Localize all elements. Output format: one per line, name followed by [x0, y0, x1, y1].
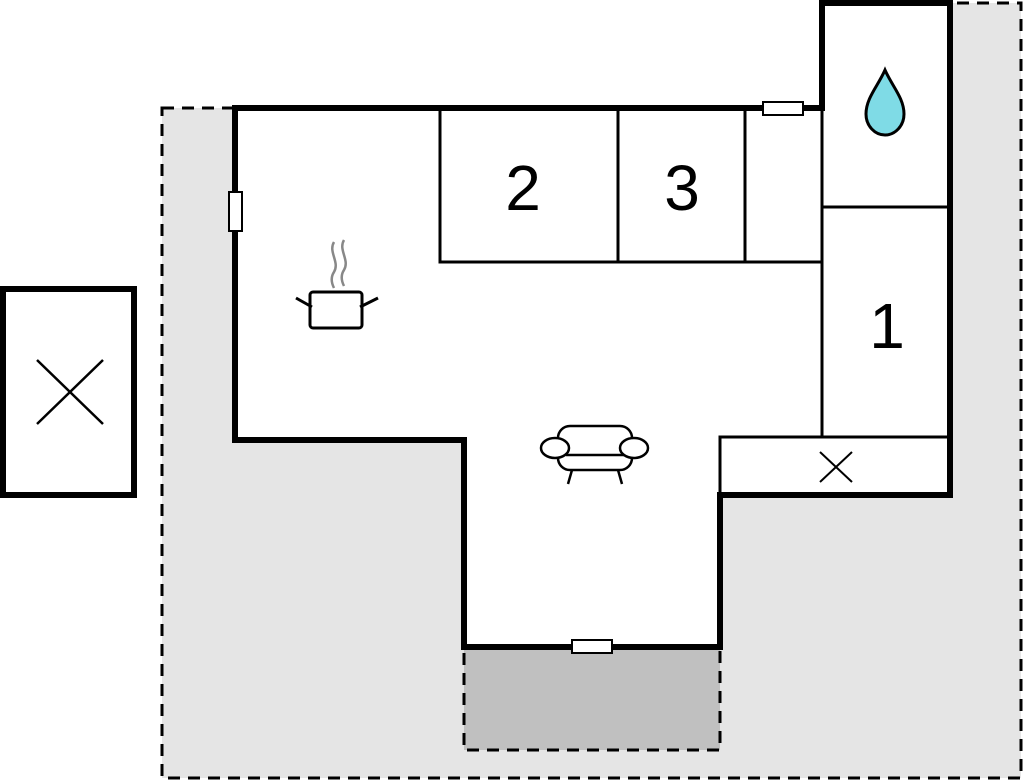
- cooking-pot-icon: [295, 239, 379, 330]
- water-drop-icon: [864, 66, 906, 137]
- cross-mark-icon: [36, 359, 104, 425]
- room-1-label: 1: [869, 290, 905, 362]
- room-2-label: 2: [505, 152, 541, 224]
- window-north: [762, 101, 804, 116]
- cross-mark-icon: [819, 451, 853, 483]
- window-south: [571, 639, 613, 654]
- room-3-label: 3: [664, 152, 700, 224]
- patio-area: [462, 645, 722, 752]
- window-west: [228, 191, 243, 232]
- interior-walls: [438, 108, 948, 495]
- sofa-icon: [539, 424, 650, 485]
